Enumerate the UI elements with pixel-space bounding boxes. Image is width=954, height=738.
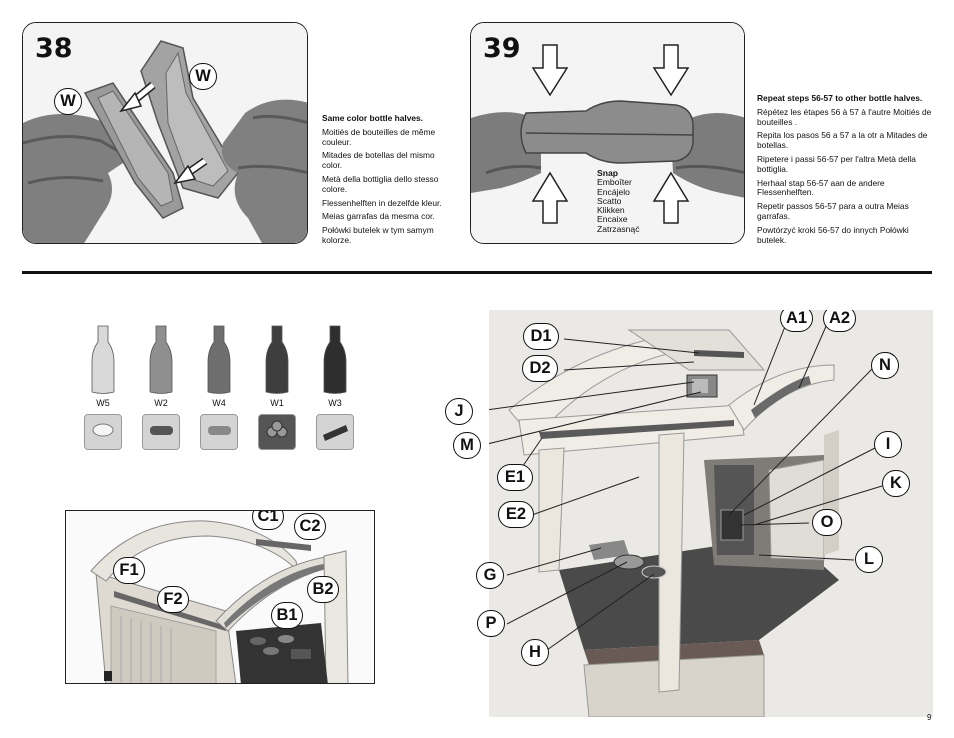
step-38-text-it: Metà della bottiglia dello stesso colore… (322, 173, 439, 194)
bottle-icon (149, 325, 173, 394)
part-label-b2: B2 (307, 576, 339, 603)
part-label-d1: D1 (523, 323, 559, 350)
part-label-p-outer: P (477, 610, 505, 637)
bottle-icon (207, 325, 231, 394)
part-label-c2: C2 (294, 513, 326, 540)
part-label-m-text: M (460, 436, 474, 454)
bottle-icon (265, 325, 289, 394)
step-38-number: 38 (35, 33, 73, 64)
overview-kitchen-image (66, 511, 374, 683)
sticker-tile-plate-icon (84, 414, 122, 450)
part-label-g-outer: G (476, 562, 504, 589)
snap-caption: Snap Emboîter Encájelo Scatto Klikken En… (597, 168, 640, 234)
bottle-icon (323, 325, 347, 394)
step-38-text-es: Mitades de botellas del mismo color. (322, 150, 435, 171)
step-39-number: 39 (483, 33, 521, 64)
overview-photo: C1 C2 F1 F2 B2 B1 (65, 510, 375, 684)
snap-caption-fr: Emboîter (597, 177, 632, 188)
part-label-e1: E1 (497, 464, 533, 491)
step-39-text-pt: Repetir passos 56-57 para a outra Meias … (757, 201, 909, 222)
main-kitchen-image (489, 310, 933, 717)
bottle-legend: W5 W2 W4 W1 W3 (78, 322, 362, 458)
part-label-f2: F2 (157, 586, 189, 613)
bottle-label: W4 (212, 398, 226, 408)
snap-caption-es: Encájelo (597, 186, 630, 197)
sticker-tile-hotdog-icon (142, 414, 180, 450)
part-label-f1: F1 (113, 557, 145, 584)
part-label-a2: A2 (823, 310, 856, 332)
page-number: 9 (927, 713, 932, 722)
bottle-w1: W1 (252, 322, 302, 450)
step-39-text-es: Repita los pasos 56 a 57 a la otr a Mita… (757, 130, 928, 151)
step-39-photo (471, 23, 744, 243)
step-38-text-bold: Same color bottle halves. (322, 113, 423, 123)
bottle-label: W3 (328, 398, 342, 408)
sticker-tile-hotdog2-icon (200, 414, 238, 450)
bottle-w2: W2 (136, 322, 186, 450)
part-label-c1: C1 (252, 511, 284, 530)
part-label-k: K (882, 470, 910, 497)
sticker-tile-bar-icon (316, 414, 354, 450)
bottle-label: W1 (270, 398, 284, 408)
snap-caption-bold: Snap (597, 168, 619, 178)
step-39-instructions: Repeat steps 56-57 to other bottle halve… (757, 93, 937, 249)
section-divider (22, 271, 932, 274)
part-label-o: O (812, 509, 842, 536)
step-38-photo (23, 23, 307, 243)
part-label-d2: D2 (522, 355, 558, 382)
part-label-a1: A1 (780, 310, 813, 332)
snap-caption-it: Scatto (597, 195, 622, 206)
step-39-text-it: Ripetere i passi 56-57 per l'altra Metà … (757, 153, 916, 174)
bottle-label: W5 (96, 398, 110, 408)
step-39-text-pl: Powtórzyć kroki 56-57 do innych Połówki … (757, 224, 909, 245)
step-39-text-bold: Repeat steps 56-57 to other bottle halve… (757, 93, 923, 103)
sticker-tile-grapes-icon (258, 414, 296, 450)
part-label-l: L (855, 546, 883, 573)
step-39-text-fr: Répétez les étapes 56 à 57 à l'autre Moi… (757, 106, 932, 127)
step-38-text-pl: Połówki butelek w tym samym kolorze. (322, 224, 434, 245)
part-label-g-text: G (483, 566, 497, 584)
part-label-m-outer: M (453, 432, 481, 459)
snap-caption-pt: Encaixe (597, 214, 628, 225)
part-label-w-left: W (54, 88, 82, 115)
bottle-w4: W4 (194, 322, 244, 450)
part-label-p-text: P (485, 614, 497, 632)
main-kitchen-photo: A1 A2 D1 D2 N J M I E1 K E2 O G L P H (489, 310, 933, 717)
bottle-icon (91, 325, 115, 394)
bottle-w5: W5 (78, 322, 128, 450)
step-38-instructions: Same color bottle halves. Moitiés de bou… (322, 113, 452, 250)
part-label-j-outer: J (445, 398, 473, 425)
part-label-h: H (521, 639, 549, 666)
snap-caption-nl: Klikken (597, 205, 625, 216)
snap-caption-pl: Zatrzasnąć (597, 223, 640, 234)
part-label-j-text: J (454, 402, 464, 420)
step-39-text-nl: Herhaal stap 56-57 aan de andere Flessen… (757, 177, 885, 198)
part-label-w-right: W (189, 63, 217, 90)
step-38-panel: 38 W W (22, 22, 308, 244)
step-38-text-pt: Meias garrafas da mesma cor. (322, 211, 435, 222)
part-label-b1: B1 (271, 602, 303, 629)
step-38-text-fr: Moitiés de bouteilles de même couleur. (322, 126, 436, 147)
step-38-text-nl: Flessenhelften in dezelfde kleur. (322, 197, 442, 208)
bottle-label: W2 (154, 398, 168, 408)
step-39-panel: 39 (470, 22, 745, 244)
part-label-i: I (874, 431, 902, 458)
bottle-w3: W3 (310, 322, 360, 450)
part-label-n: N (871, 352, 899, 379)
part-label-e2: E2 (498, 501, 534, 528)
